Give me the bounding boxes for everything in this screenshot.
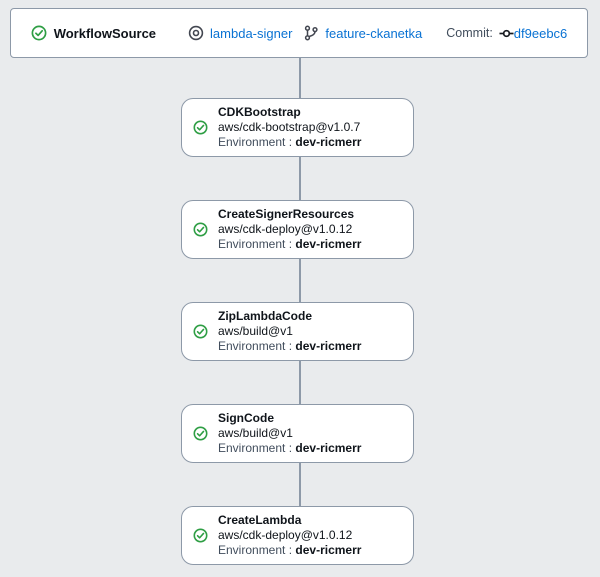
workflow-action-card[interactable]: CreateSignerResources aws/cdk-deploy@v1.… (181, 200, 414, 259)
repository-group: lambda-signer (188, 25, 292, 41)
environment-row: Environment : dev-ricmerr (182, 135, 405, 150)
action-title: ZipLambdaCode (218, 309, 313, 323)
workflow-connector-line (299, 58, 301, 510)
workflow-action-card[interactable]: SignCode aws/build@v1 Environment : dev-… (181, 404, 414, 463)
environment-value: dev-ricmerr (295, 441, 362, 455)
commit-group: Commit: df9eebc6 (446, 26, 567, 41)
success-check-circle-icon (193, 120, 208, 135)
workflow-action-card[interactable]: CreateLambda aws/cdk-deploy@v1.0.12 Envi… (181, 506, 414, 565)
environment-row: Environment : dev-ricmerr (182, 441, 405, 456)
environment-label: Environment : (218, 237, 293, 251)
environment-value: dev-ricmerr (295, 237, 362, 251)
action-identifier: aws/cdk-deploy@v1.0.12 (218, 222, 353, 236)
environment-row: Environment : dev-ricmerr (182, 339, 405, 354)
branch-icon (303, 25, 319, 41)
workflow-source-group: WorkflowSource (31, 25, 156, 41)
environment-label: Environment : (218, 135, 293, 149)
action-title: CDKBootstrap (218, 105, 301, 119)
workflow-source-bar[interactable]: WorkflowSource lambda-signer (10, 8, 588, 58)
environment-value: dev-ricmerr (295, 339, 362, 353)
action-identifier: aws/build@v1 (218, 426, 293, 440)
action-row: aws/cdk-deploy@v1.0.12 (182, 528, 405, 543)
success-check-circle-icon (193, 324, 208, 339)
action-row: aws/build@v1 (182, 324, 405, 339)
action-title: CreateLambda (218, 513, 302, 527)
environment-label: Environment : (218, 543, 293, 557)
environment-label: Environment : (218, 339, 293, 353)
commit-icon (499, 26, 514, 41)
success-check-circle-icon (193, 222, 208, 237)
environment-row: Environment : dev-ricmerr (182, 543, 405, 558)
branch-group: feature-ckanetka (303, 25, 422, 41)
commit-label: Commit: (446, 26, 493, 40)
environment-value: dev-ricmerr (295, 543, 362, 557)
action-row: aws/build@v1 (182, 426, 405, 441)
action-identifier: aws/cdk-deploy@v1.0.12 (218, 528, 353, 542)
branch-link[interactable]: feature-ckanetka (325, 25, 423, 41)
workflow-action-card[interactable]: ZipLambdaCode aws/build@v1 Environment :… (181, 302, 414, 361)
action-identifier: aws/cdk-bootstrap@v1.0.7 (218, 120, 361, 134)
success-check-circle-icon (193, 528, 208, 543)
environment-label: Environment : (218, 441, 293, 455)
repository-link[interactable]: lambda-signer (210, 25, 293, 41)
workflow-nodes: CDKBootstrap aws/cdk-bootstrap@v1.0.7 En… (181, 98, 414, 565)
action-title: SignCode (218, 411, 274, 425)
action-row: aws/cdk-bootstrap@v1.0.7 (182, 120, 405, 135)
success-check-circle-icon (31, 25, 47, 41)
success-check-circle-icon (193, 426, 208, 441)
environment-value: dev-ricmerr (295, 135, 362, 149)
workflow-action-card[interactable]: CDKBootstrap aws/cdk-bootstrap@v1.0.7 En… (181, 98, 414, 157)
repository-icon (188, 25, 204, 41)
environment-row: Environment : dev-ricmerr (182, 237, 405, 252)
action-title: CreateSignerResources (218, 207, 355, 221)
action-row: aws/cdk-deploy@v1.0.12 (182, 222, 405, 237)
action-identifier: aws/build@v1 (218, 324, 293, 338)
commit-link[interactable]: df9eebc6 (513, 25, 568, 41)
workflow-source-title: WorkflowSource (53, 25, 157, 41)
